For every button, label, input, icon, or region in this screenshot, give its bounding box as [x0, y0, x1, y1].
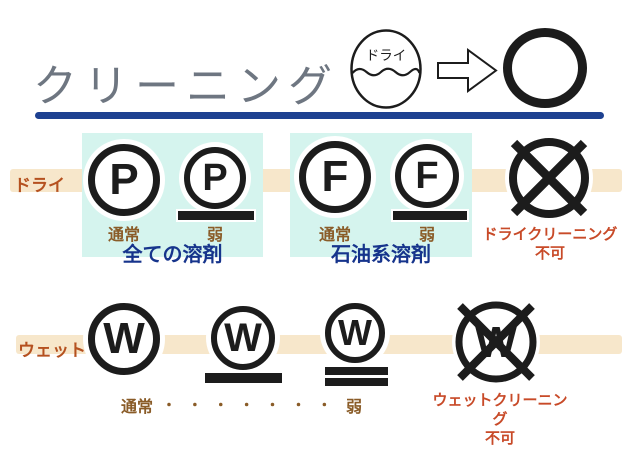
wet-prohibited-label: ウェットクリーニング 不可 — [426, 391, 574, 448]
page-title: クリーニング — [33, 62, 339, 111]
no-dry-cleaning-icon — [505, 134, 593, 222]
circle-F-weak-icon: F — [395, 144, 459, 208]
circle-W-normal-icon: W — [88, 303, 160, 375]
caption-normal: 通常 — [107, 227, 140, 244]
circle-W-weak-icon: W — [211, 306, 275, 370]
arrow-right-icon — [437, 48, 498, 93]
single-underline-bar — [178, 211, 254, 220]
symbol-letter: F — [321, 152, 349, 201]
caption-normal: 通常 — [318, 227, 351, 244]
no-wet-cleaning-icon: W — [452, 298, 540, 386]
dry-prohibited-label: ドライクリーニング 不可 — [476, 225, 624, 263]
caption-normal: 通常 — [120, 399, 153, 416]
symbol-letter: F — [415, 155, 439, 197]
plain-circle-symbol-icon — [503, 28, 587, 108]
circle-P-normal-icon: P — [88, 144, 160, 216]
symbol-letter: P — [109, 155, 139, 204]
symbol-letter: P — [202, 157, 228, 199]
caption-weak: 弱 — [345, 399, 362, 416]
dry-row-label: ドライ — [14, 176, 65, 195]
circle-W-very-weak-icon: W — [325, 303, 385, 363]
double-underline-bar-top — [325, 367, 388, 375]
badge-label: ドライ — [366, 48, 407, 63]
prohibited-line2: 不可 — [534, 245, 565, 262]
prohibited-line1: ドライクリーニング — [482, 226, 618, 243]
circle-P-weak-icon: P — [184, 147, 246, 209]
double-underline-bar-bottom — [325, 378, 388, 386]
strength-scale-dots: ・ ・ ・ ・ ・ ・ ・ — [162, 397, 336, 413]
prohibited-line2: 不可 — [484, 430, 515, 447]
symbol-letter: W — [338, 312, 372, 353]
circle-F-normal-icon: F — [299, 141, 371, 213]
single-underline-bar — [205, 373, 282, 383]
dry-cleaning-wavy-circle-icon: ドライ — [350, 29, 422, 109]
symbol-letter: W — [103, 314, 145, 363]
wet-row-label: ウェット — [18, 341, 86, 360]
prohibited-line1: ウェットクリーニング — [432, 392, 568, 428]
petroleum-solvents-title: 石油系溶剤 — [331, 244, 431, 266]
symbol-letter: W — [224, 316, 262, 360]
all-solvents-title: 全ての溶剤 — [122, 244, 223, 266]
single-underline-bar — [393, 211, 467, 220]
title-underline — [35, 112, 604, 119]
caption-weak: 弱 — [418, 227, 435, 244]
caption-weak: 弱 — [206, 227, 223, 244]
